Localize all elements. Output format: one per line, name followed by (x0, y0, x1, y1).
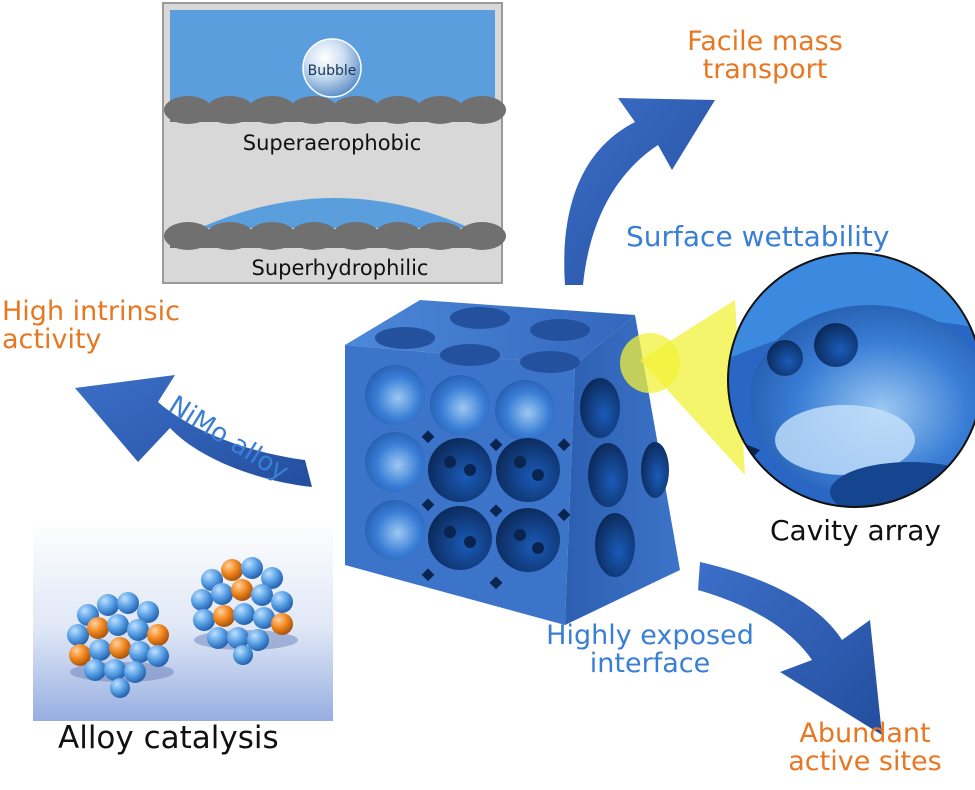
nanoparticle-left (67, 592, 169, 698)
cube-side-cavities (580, 378, 669, 577)
nanoparticle-right (191, 557, 293, 665)
surface-wettability-label: Surface wettability (626, 220, 890, 253)
bubble-label: Bubble (308, 63, 357, 79)
abundant-active-sites-line-2: active sites (788, 746, 942, 778)
highly-exposed-interface-line-2: interface (589, 648, 711, 680)
surface-bumps-top (164, 96, 506, 124)
alloy-panel (33, 518, 333, 721)
wetting-panel: Bubble Superaerophobic Superhydrophilic (162, 2, 506, 284)
cube-top-cavities (375, 307, 590, 373)
superaerophobic-label: Superaerophobic (243, 131, 422, 155)
cube-small-pores (421, 430, 571, 590)
abundant-active-sites-label: Abundant active sites (760, 718, 970, 778)
highly-exposed-interface-label: Highly exposed interface (525, 620, 775, 680)
arrow-to-mass-transport (564, 98, 715, 285)
facile-mass-transport-label: Facile mass transport (650, 26, 880, 86)
zoom-spot (620, 333, 680, 393)
arrow-to-intrinsic-activity (75, 375, 312, 487)
superhydrophilic-label: Superhydrophilic (252, 256, 429, 280)
water-droplet-spread (200, 198, 470, 228)
cube-front-cavities (365, 365, 560, 572)
surface-bumps-bottom (164, 222, 506, 250)
high-intrinsic-activity-line-2: activity (2, 324, 102, 356)
cavity-zoom-circle (727, 252, 975, 508)
facile-mass-transport-line-1: Facile mass (687, 26, 843, 57)
high-intrinsic-activity-label: High intrinsic activity (2, 296, 180, 356)
arrow-to-active-sites (698, 562, 882, 735)
facile-mass-transport-line-2: transport (702, 54, 828, 86)
porous-nimo-cube (345, 300, 680, 625)
bubble (302, 38, 362, 98)
alloy-catalysis-caption: Alloy catalysis (58, 720, 279, 756)
highly-exposed-interface-line-1: Highly exposed (546, 620, 754, 651)
cube-top-face (345, 300, 635, 365)
abundant-active-sites-line-1: Abundant (799, 718, 931, 749)
cavity-array-caption: Cavity array (770, 514, 941, 547)
high-intrinsic-activity-line-1: High intrinsic (2, 296, 180, 327)
